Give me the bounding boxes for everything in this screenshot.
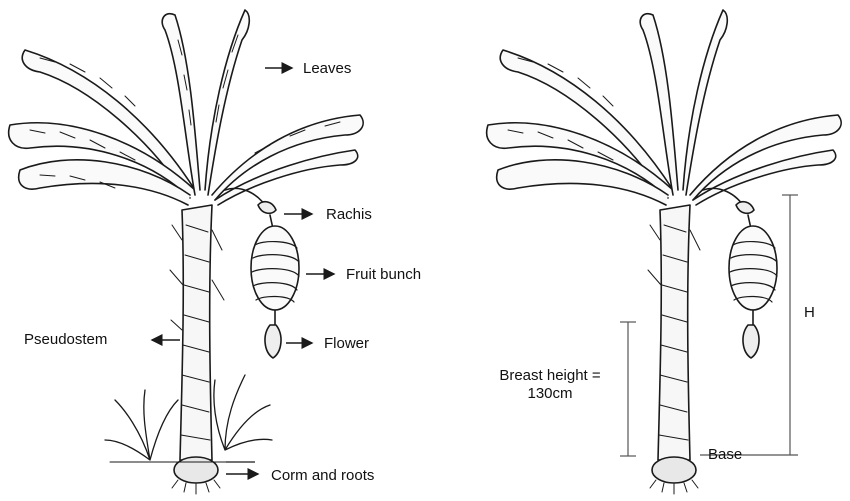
label-flower: Flower <box>324 335 370 352</box>
right-corm-roots <box>649 456 699 495</box>
right-leaves <box>486 9 842 206</box>
label-breast-height-line1: Breast height = <box>499 367 601 384</box>
label-height: H <box>804 304 815 321</box>
left-pseudostem <box>179 204 213 461</box>
label-corm-roots: Corm and roots <box>271 467 375 484</box>
right-pseudostem <box>657 204 691 461</box>
right-fruit-bunch <box>728 214 778 359</box>
label-breast-height-line2: 130cm <box>527 385 573 402</box>
right-banana-plant <box>486 9 842 495</box>
label-pseudostem: Pseudostem <box>24 331 108 348</box>
left-corm-roots <box>171 456 221 495</box>
label-fruit-bunch: Fruit bunch <box>346 266 422 283</box>
left-leaves <box>8 9 364 206</box>
label-base: Base <box>708 446 743 463</box>
left-banana-plant <box>8 9 364 495</box>
label-breast-height: Breast height = 130cm <box>490 367 610 403</box>
right-measurements <box>620 194 798 457</box>
left-fruit-bunch <box>250 214 300 359</box>
left-arrows <box>150 62 336 480</box>
label-rachis: Rachis <box>326 206 372 223</box>
label-leaves: Leaves <box>303 60 352 77</box>
